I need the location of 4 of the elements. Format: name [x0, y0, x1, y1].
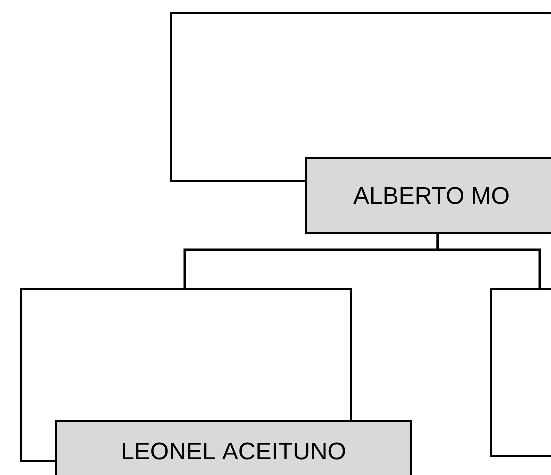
frame-box: [490, 288, 551, 458]
connector-line: [436, 234, 542, 288]
name-box: LEONEL ACEITUNO: [55, 420, 412, 475]
name-box: ALBERTO MO: [305, 157, 551, 234]
